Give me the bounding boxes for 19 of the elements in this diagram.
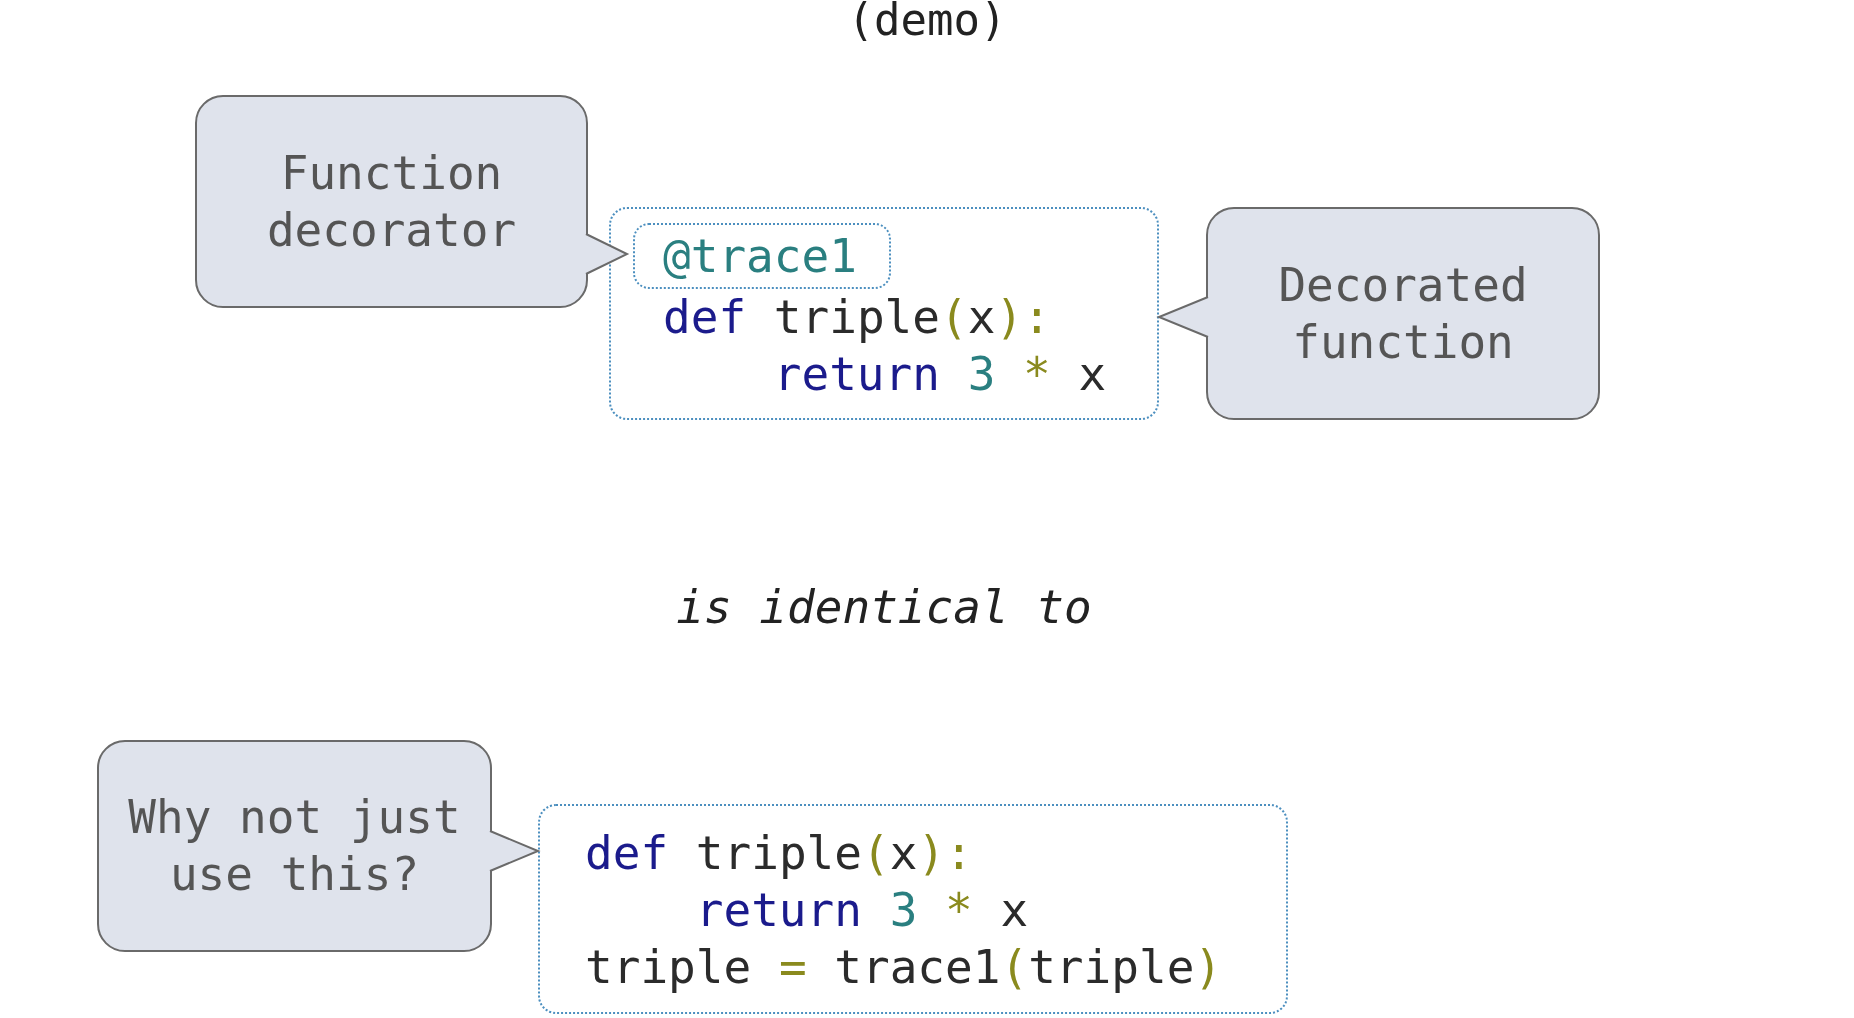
code-line: def triple(x): — [663, 289, 1051, 346]
code-line: return 3 * x — [772, 346, 1107, 403]
callout-tail — [585, 233, 630, 275]
callout-tail — [1156, 296, 1209, 338]
decorator-box — [633, 223, 891, 289]
note-text: is identical to — [676, 580, 1092, 634]
code-line: @trace1 — [663, 227, 857, 285]
callout-tail — [489, 830, 541, 872]
code-line: def triple(x): — [585, 825, 973, 882]
code-box — [538, 804, 1288, 1014]
callout-text: Why not just use this? — [127, 789, 462, 903]
speech-bubble — [97, 740, 492, 952]
code-line: return 3 * x — [694, 882, 1029, 939]
callout-text: Decorated function — [1277, 256, 1529, 371]
speech-bubble — [1206, 207, 1600, 420]
speech-bubble — [195, 95, 588, 308]
title: (demo) — [847, 0, 1007, 45]
callout-text: Function decorator — [265, 144, 518, 259]
code-line: triple = trace1(triple) — [585, 939, 1223, 996]
